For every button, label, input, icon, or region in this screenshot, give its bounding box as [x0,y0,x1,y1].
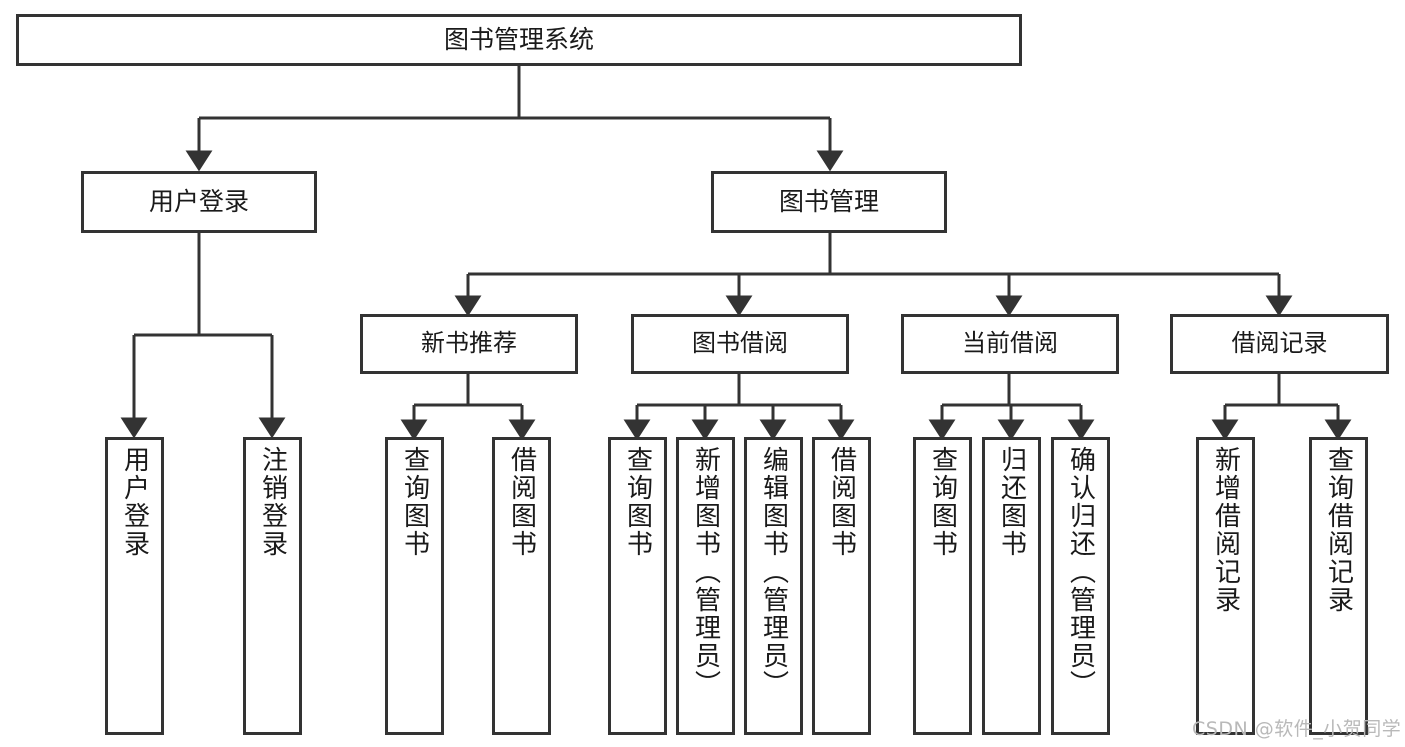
node-label: 确认归还（管理员） [1065,446,1096,698]
node-new-book-recommendation[interactable]: 新书推荐 [360,314,578,374]
node-label: 图书管理系统 [443,24,594,54]
node-label: 查询图书 [399,446,430,558]
node-leaf-logout[interactable]: 注销登录 [243,437,302,735]
node-label: 当前借阅 [962,329,1058,358]
node-label: 查询图书 [622,446,653,558]
node-label: 注销登录 [257,446,288,558]
node-leaf-return-book[interactable]: 归还图书 [982,437,1041,735]
node-borrowing-record[interactable]: 借阅记录 [1170,314,1389,374]
node-leaf-borrow-book[interactable]: 借阅图书 [812,437,871,735]
node-book-borrowing[interactable]: 图书借阅 [631,314,849,374]
node-root-book-management-system[interactable]: 图书管理系统 [16,14,1022,66]
node-label: 图书借阅 [692,329,788,358]
node-leaf-query-borrow-record[interactable]: 查询借阅记录 [1309,437,1368,735]
node-label: 借阅图书 [506,446,537,558]
node-label: 借阅图书 [826,446,857,558]
node-label: 用户登录 [148,186,249,216]
node-book-management[interactable]: 图书管理 [711,171,947,233]
node-label: 新增借阅记录 [1210,446,1241,614]
node-label: 查询图书 [927,446,958,558]
node-leaf-query-book-current[interactable]: 查询图书 [913,437,972,735]
node-label: 用户登录 [119,446,150,558]
node-leaf-edit-book-admin[interactable]: 编辑图书（管理员） [744,437,803,735]
node-leaf-borrow-book-recommend[interactable]: 借阅图书 [492,437,551,735]
csdn-watermark: CSDN @软件_小贺同学 [1192,718,1402,740]
node-leaf-add-book-admin[interactable]: 新增图书（管理员） [676,437,735,735]
node-leaf-confirm-return-admin[interactable]: 确认归还（管理员） [1051,437,1110,735]
node-leaf-query-book-recommend[interactable]: 查询图书 [385,437,444,735]
node-label: 借阅记录 [1231,329,1328,358]
node-label: 新书推荐 [421,329,517,358]
node-label: 查询借阅记录 [1323,446,1354,614]
node-label: 图书管理 [778,186,879,216]
node-user-login[interactable]: 用户登录 [81,171,317,233]
node-leaf-user-login[interactable]: 用户登录 [105,437,164,735]
node-leaf-query-book[interactable]: 查询图书 [608,437,667,735]
node-leaf-add-borrow-record[interactable]: 新增借阅记录 [1196,437,1255,735]
node-label: 新增图书（管理员） [690,446,721,698]
node-label: 归还图书 [996,446,1027,558]
node-current-borrowing[interactable]: 当前借阅 [901,314,1119,374]
node-label: 编辑图书（管理员） [758,446,789,698]
